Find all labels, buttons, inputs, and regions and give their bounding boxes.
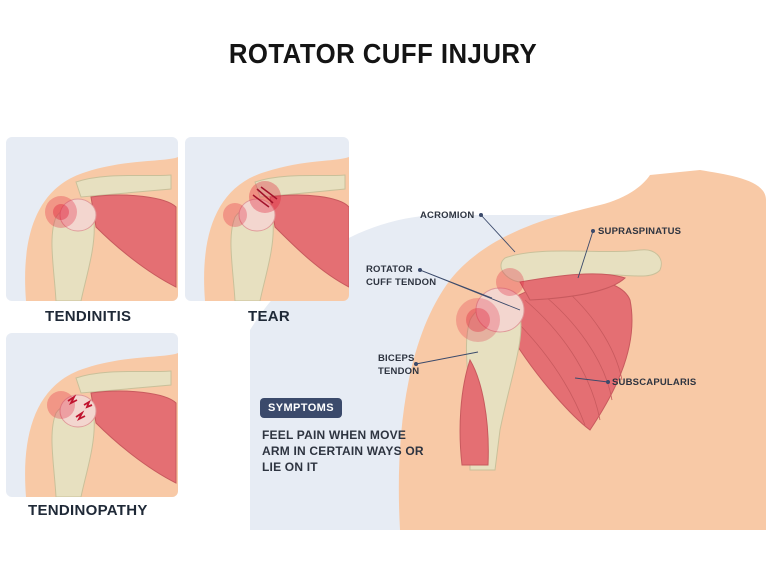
label-biceps-line1: BICEPS xyxy=(378,353,415,364)
label-acromion: ACROMION xyxy=(420,210,475,221)
panel-caption-tear: TEAR xyxy=(248,308,291,325)
panel-caption-tendinitis: TENDINITIS xyxy=(45,308,132,325)
label-subscapularis: SUBSCAPULARIS xyxy=(612,377,697,388)
tear-illustration xyxy=(204,157,349,301)
inflammation-core xyxy=(466,308,490,332)
symptoms-line1: FEEL PAIN WHEN MOVE xyxy=(262,428,407,442)
symptoms-line3: LIE ON IT xyxy=(262,460,318,474)
pointer-lines xyxy=(415,214,609,383)
label-rotator-cuff: ROTATOR CUFF TENDON xyxy=(366,263,436,289)
humeral-head xyxy=(475,287,525,333)
label-biceps-tendon: BICEPS TENDON xyxy=(378,352,419,378)
biceps-muscle xyxy=(459,358,489,466)
panel-tendinitis xyxy=(6,137,178,301)
tendinitis-illustration xyxy=(25,157,178,301)
tendinopathy-illustration xyxy=(25,353,178,497)
pointer-dots xyxy=(414,213,610,384)
page-title: ROTATOR CUFF INJURY xyxy=(228,38,538,69)
inflammation-upper xyxy=(496,268,524,296)
panel-tendinopathy xyxy=(6,333,178,497)
label-supraspinatus: SUPRASPINATUS xyxy=(598,226,682,237)
inflammation-glow xyxy=(456,298,500,342)
label-rotator-cuff-line2: CUFF TENDON xyxy=(366,277,437,288)
panel-caption-tendinopathy: TENDINOPATHY xyxy=(28,502,148,519)
supraspinatus-muscle xyxy=(519,273,626,301)
panel-tear xyxy=(185,137,349,301)
symptoms-line2: ARM IN CERTAIN WAYS OR xyxy=(262,444,424,458)
symptoms-text: FEEL PAIN WHEN MOVE ARM IN CERTAIN WAYS … xyxy=(262,427,437,475)
symptoms-badge: SYMPTOMS xyxy=(260,398,342,418)
label-rotator-cuff-line1: ROTATOR xyxy=(366,264,413,275)
label-biceps-line2: TENDON xyxy=(378,366,420,377)
